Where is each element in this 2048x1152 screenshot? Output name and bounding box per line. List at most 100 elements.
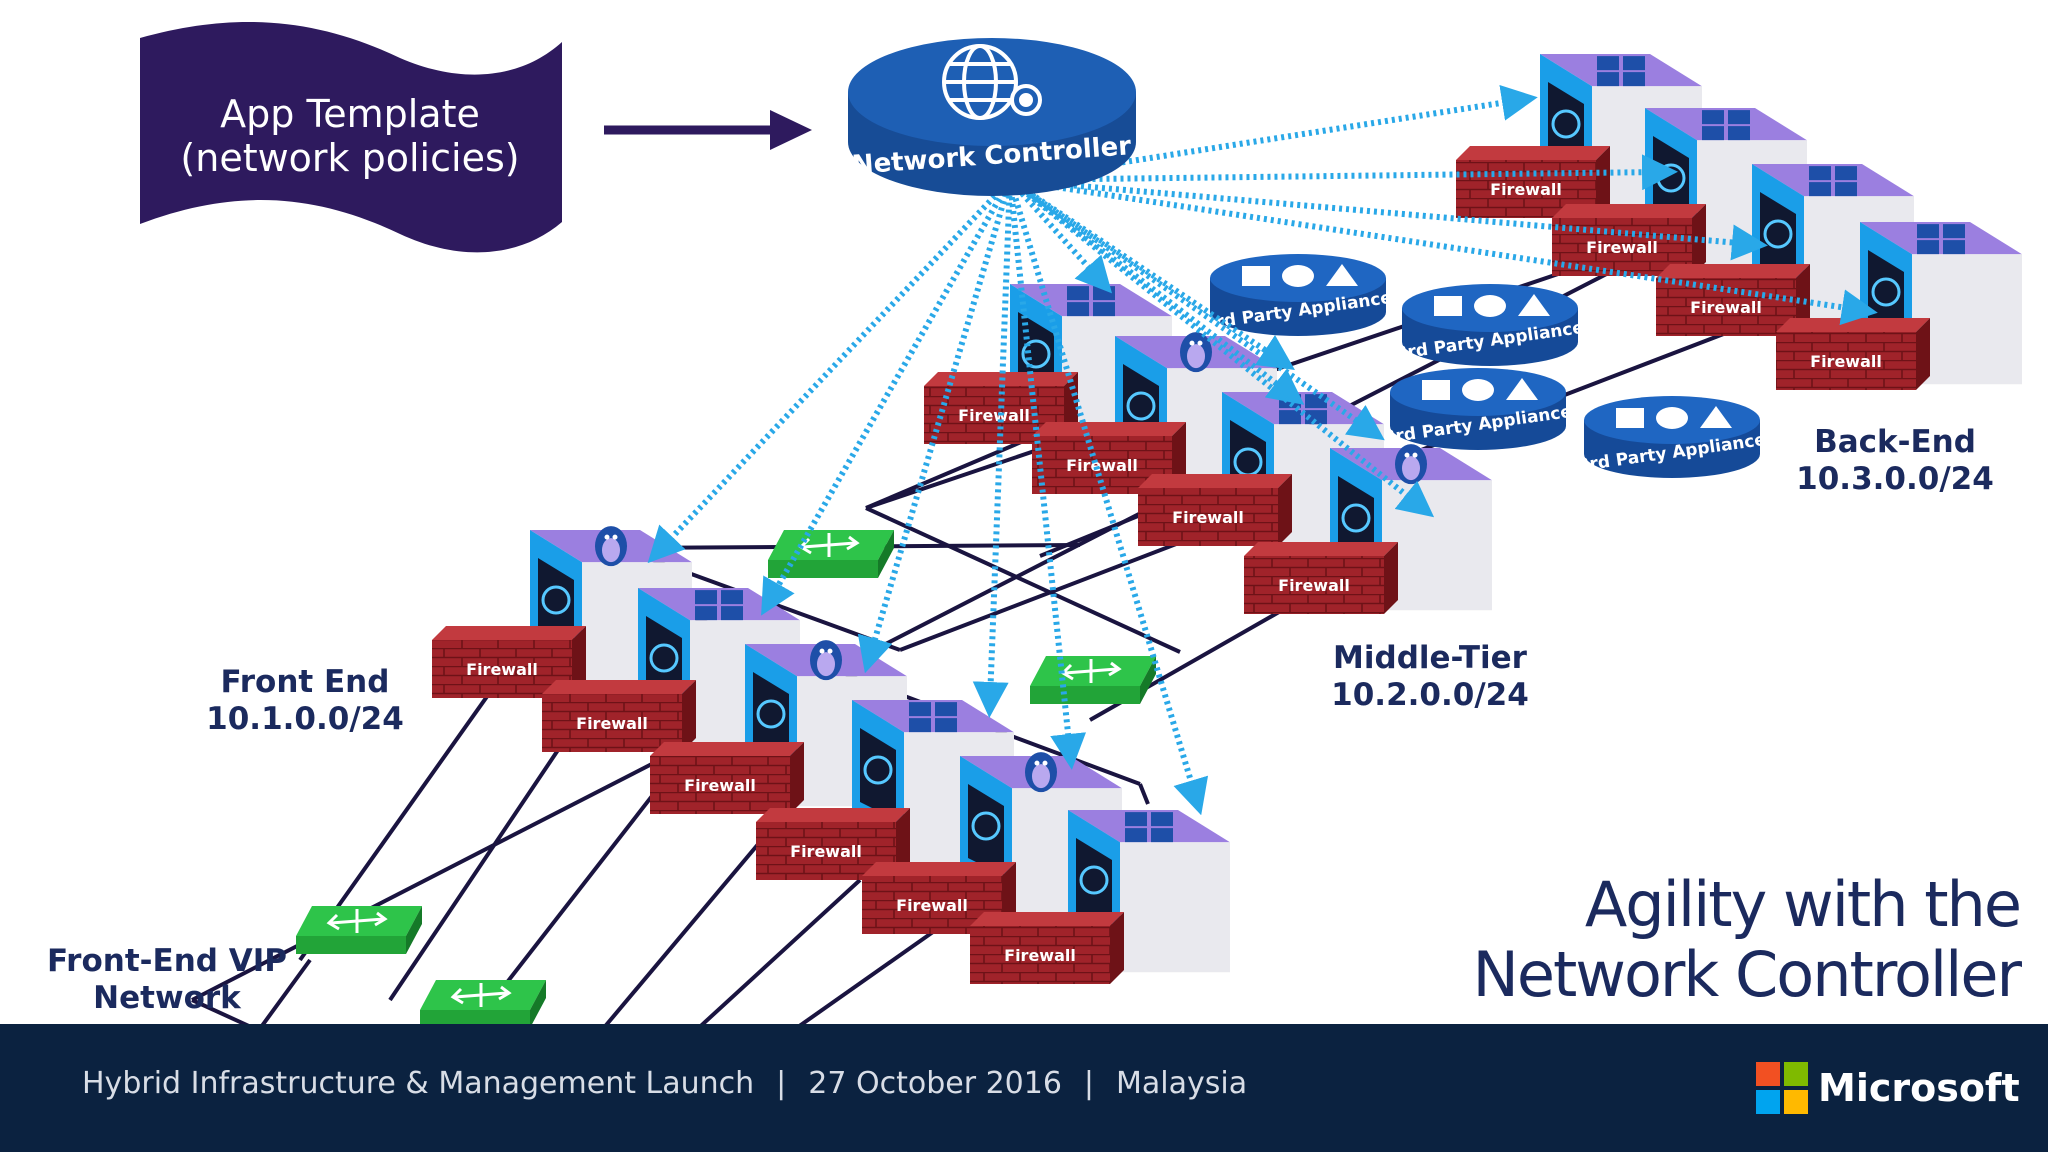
controller-link bbox=[1035, 180, 1878, 326]
arrow-head bbox=[450, 987, 464, 1005]
linux-penguin-icon bbox=[1180, 332, 1212, 373]
windows-pane bbox=[1835, 182, 1857, 197]
windows-pane bbox=[1125, 828, 1147, 843]
front-end-name: Front End bbox=[220, 664, 390, 700]
middle-tier-label: Middle-Tier 10.2.0.0/24 bbox=[1310, 640, 1550, 714]
slide-title: Agility with the Network Controller bbox=[1420, 870, 2022, 1010]
router-arrows-icon bbox=[450, 983, 512, 1007]
controller-link bbox=[1020, 187, 1435, 518]
firewall-label: Firewall bbox=[466, 660, 538, 679]
penguin-eye bbox=[1189, 340, 1195, 346]
penguin-belly bbox=[1402, 456, 1420, 481]
windows-pane bbox=[1943, 240, 1965, 255]
globe-icon bbox=[649, 643, 679, 673]
middle-tier-subnet: 10.2.0.0/24 bbox=[1331, 677, 1529, 713]
windows-pane bbox=[1623, 56, 1645, 71]
firewall: Firewall bbox=[1244, 542, 1398, 614]
firewall: Firewall bbox=[542, 680, 696, 752]
firewall-top bbox=[432, 626, 586, 640]
controller-link bbox=[1019, 185, 1385, 441]
windows-logo-icon bbox=[1809, 166, 1857, 197]
switch bbox=[420, 980, 546, 1028]
server-panel bbox=[1076, 838, 1112, 930]
square-shape bbox=[1242, 266, 1270, 286]
switch-side bbox=[1140, 656, 1156, 704]
firewall-front bbox=[1776, 332, 1916, 390]
square-shape bbox=[1616, 408, 1644, 428]
firewall-top bbox=[1244, 542, 1398, 556]
footer-separator: | bbox=[1083, 1066, 1095, 1101]
firewall-front bbox=[650, 756, 790, 814]
windows-pane bbox=[1279, 410, 1301, 425]
arrow-head bbox=[374, 911, 388, 927]
firewall-label: Firewall bbox=[1066, 456, 1138, 475]
windows-pane bbox=[1728, 126, 1750, 141]
firewall-top bbox=[862, 862, 1016, 876]
microsoft-logo-icon bbox=[1756, 1062, 1808, 1114]
windows-pane bbox=[1125, 812, 1147, 827]
firewall-label: Firewall bbox=[790, 842, 862, 861]
linux-penguin-icon bbox=[810, 640, 842, 681]
square-shape bbox=[1434, 296, 1462, 316]
windows-pane bbox=[935, 702, 957, 717]
windows-pane bbox=[1151, 828, 1173, 843]
globe-icon bbox=[863, 755, 893, 785]
controller-link bbox=[857, 193, 1009, 674]
server-top bbox=[1068, 810, 1230, 843]
linux-penguin-icon bbox=[595, 526, 627, 567]
server-top bbox=[638, 588, 800, 621]
firewall-front bbox=[970, 926, 1110, 984]
firewall-label: Firewall bbox=[1690, 298, 1762, 317]
firewall-side bbox=[1110, 912, 1124, 984]
server-front bbox=[1120, 842, 1230, 973]
firewall-front bbox=[1656, 278, 1796, 336]
arrow-head bbox=[326, 913, 340, 931]
switch bbox=[1030, 656, 1156, 704]
windows-logo-icon bbox=[1917, 224, 1965, 255]
firewall-top bbox=[1138, 474, 1292, 488]
server-panel bbox=[1760, 192, 1796, 284]
back-end-label: Back-End 10.3.0.0/24 bbox=[1790, 424, 2000, 498]
globe-icon bbox=[1341, 503, 1371, 533]
switch-front bbox=[420, 1010, 530, 1028]
firewall-top bbox=[1456, 146, 1610, 160]
windows-logo-icon bbox=[695, 590, 743, 621]
footer-bar bbox=[0, 1024, 2048, 1152]
controller-link bbox=[647, 189, 1002, 564]
arrow-head bbox=[846, 535, 860, 551]
arrow-head bbox=[498, 985, 512, 1001]
gear-hub bbox=[1019, 93, 1033, 107]
switch-side bbox=[406, 906, 422, 954]
switch bbox=[296, 906, 422, 954]
penguin-eye bbox=[1197, 340, 1203, 346]
firewall-side bbox=[1916, 318, 1930, 390]
controller-links bbox=[647, 85, 1878, 816]
triangle-shape bbox=[1506, 378, 1538, 400]
switch-side bbox=[878, 530, 894, 578]
windows-pane bbox=[1151, 812, 1173, 827]
vip-network-label: Front-End VIP Network bbox=[42, 943, 292, 1017]
windows-pane bbox=[1917, 240, 1939, 255]
firewall: Firewall bbox=[1138, 474, 1292, 546]
firewall-front bbox=[1138, 488, 1278, 546]
firewall-label: Firewall bbox=[1586, 238, 1658, 257]
server-top bbox=[1860, 222, 2022, 255]
vip-network-line2: Network bbox=[93, 980, 241, 1016]
square-shape bbox=[1422, 380, 1450, 400]
windows-pane bbox=[1597, 56, 1619, 71]
shapes-icon bbox=[1434, 294, 1550, 317]
windows-pane bbox=[1917, 224, 1939, 239]
windows-pane bbox=[1809, 182, 1831, 197]
windows-pane bbox=[1943, 224, 1965, 239]
windows-logo-icon bbox=[1597, 56, 1645, 87]
banner-shape bbox=[140, 21, 562, 253]
penguin-eye bbox=[1404, 452, 1410, 458]
linux-penguin-icon bbox=[1025, 752, 1057, 793]
third-party-appliance: 3rd Party Appliance bbox=[1395, 284, 1585, 366]
windows-pane bbox=[1728, 110, 1750, 125]
switch-front bbox=[1030, 686, 1140, 704]
globe-icon bbox=[756, 699, 786, 729]
penguin-eye bbox=[819, 648, 825, 654]
